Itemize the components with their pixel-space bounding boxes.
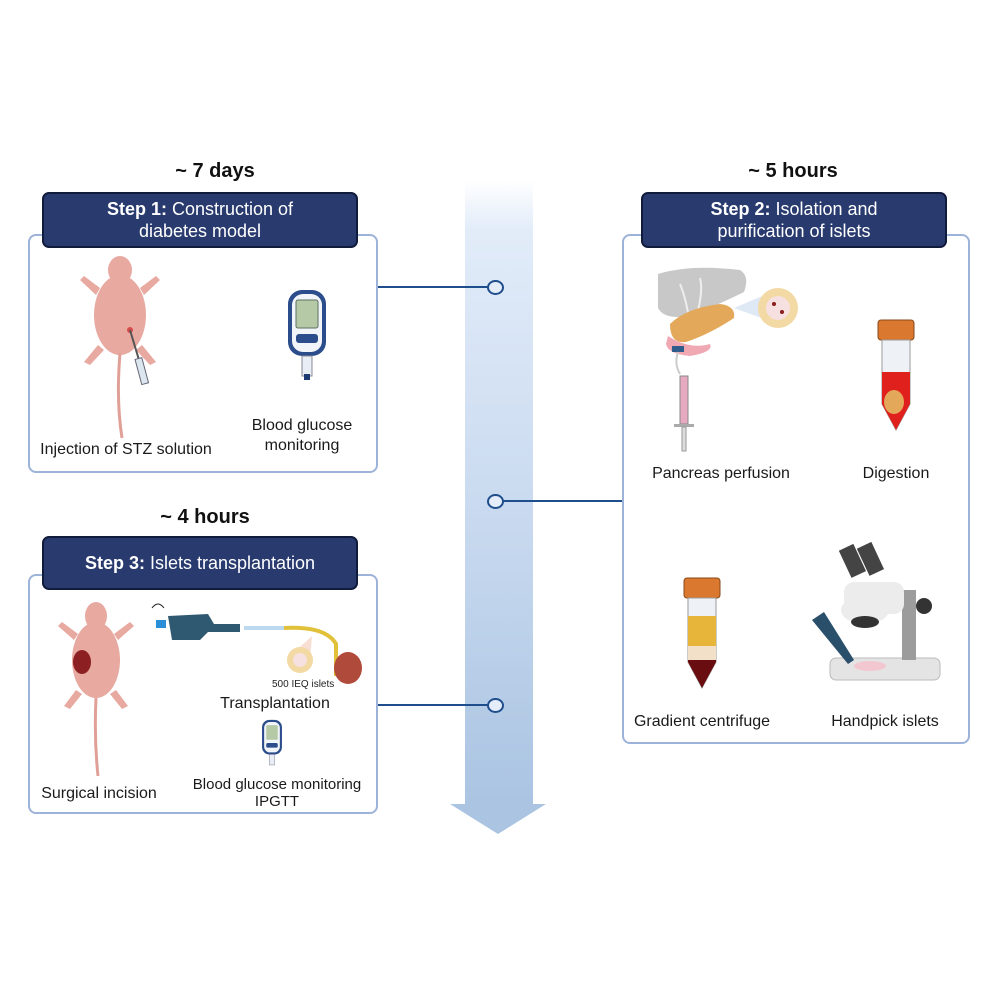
step1-title-line2: diabetes model — [138, 221, 262, 241]
step2-title-line1: Isolation and — [770, 199, 878, 219]
step3-title-bold: Step 3: — [84, 553, 145, 573]
step2-header: Step 2: Isolation and purification of is… — [641, 192, 947, 248]
step1-item-injection-label: Injection of STZ solution — [40, 441, 212, 458]
step3-duration: ~ 4 hours — [160, 506, 250, 528]
pipette-kidney-icon — [151, 603, 362, 684]
step2-title-bold: Step 2: — [710, 199, 771, 219]
step3-item-transplantation-label: Transplantation — [220, 695, 330, 712]
step2-timeline-node — [487, 494, 504, 509]
step1-duration: ~ 7 days — [175, 160, 255, 182]
red-tube-icon — [877, 319, 915, 432]
step2-duration: ~ 5 hours — [748, 160, 838, 182]
step3-title-line1: Islets transplantation — [144, 553, 316, 573]
step3-item-surgical-label: Surgical incision — [41, 785, 157, 802]
step1-title-bold: Step 1: — [106, 199, 167, 219]
glucometer-icon — [288, 290, 326, 380]
liver-pancreas-syringe-icon — [658, 267, 798, 452]
step3-item-glucose-line1: Blood glucose monitoring — [192, 776, 362, 793]
step3-connector — [375, 704, 489, 706]
step2-connector — [503, 500, 623, 502]
step1-item-glucose-line2: monitoring — [264, 437, 340, 454]
mouse-kidney-icon — [58, 602, 134, 777]
step1-title-line1: Construction of — [166, 199, 294, 219]
step1-item-glucose-line1: Blood glucose — [251, 417, 353, 434]
step1-connector — [375, 286, 489, 288]
down-arrow-icon — [450, 804, 546, 834]
step3-item-glucose-label: Blood glucose monitoring IPGTT — [182, 776, 372, 810]
glucometer-icon — [262, 719, 282, 766]
step2-title-line2: purification of islets — [717, 221, 871, 241]
microscope-icon — [812, 541, 941, 681]
step1-item-glucose-label: Blood glucose monitoring — [232, 416, 372, 456]
step3-item-glucose-line2: IPGTT — [254, 793, 300, 810]
step2-item-perfusion-label: Pancreas perfusion — [652, 465, 790, 482]
step1-header: Step 1: Construction of diabetes model — [42, 192, 358, 248]
step1-timeline-node — [487, 280, 504, 295]
step2-item-handpick-label: Handpick islets — [831, 713, 939, 730]
mouse-injection-icon — [80, 256, 160, 439]
step3-timeline-node — [487, 698, 504, 713]
step3-islets-amount-label: 500 IEQ islets — [272, 679, 335, 690]
gradient-tube-icon — [683, 577, 721, 690]
step2-item-digestion-label: Digestion — [862, 465, 930, 482]
step3-header: Step 3: Islets transplantation — [42, 536, 358, 590]
step2-item-gradient-label: Gradient centrifuge — [633, 713, 771, 730]
